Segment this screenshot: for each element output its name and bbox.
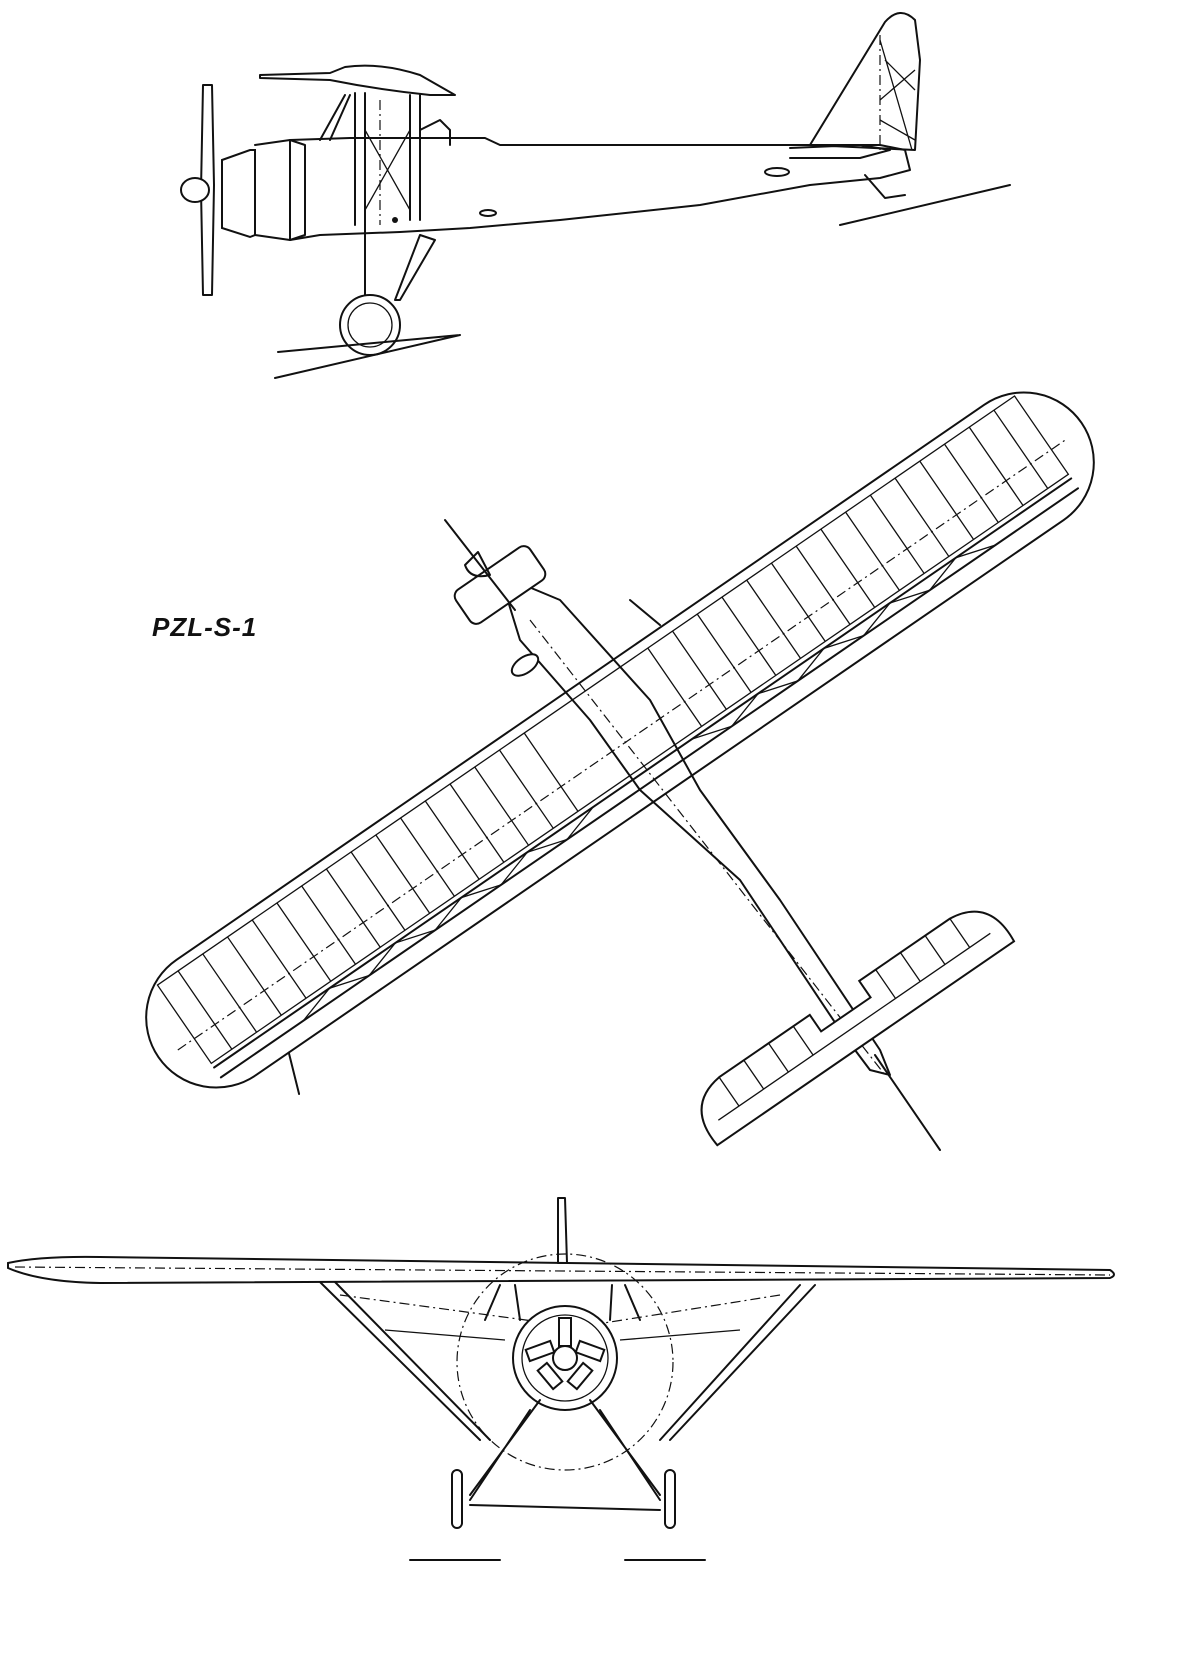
plan-engine-cowling: [453, 545, 547, 625]
side-view: [180, 12, 1011, 379]
side-upper-wing: [259, 64, 456, 96]
front-propeller-disc: [456, 1253, 674, 1471]
front-landing-gear: [469, 1399, 661, 1511]
plan-wing-ribs: [177, 409, 1049, 1050]
front-radial-cylinders: [524, 1317, 606, 1391]
side-engine-cowling: [221, 149, 256, 239]
side-tail-fin: [809, 12, 921, 151]
side-landing-gear: [364, 224, 436, 301]
front-wing: [7, 1255, 1115, 1285]
plan-fuselage: [499, 574, 891, 1076]
aircraft-designation-label: PZL-S-1: [152, 612, 258, 642]
plan-main-wing: [145, 391, 1095, 1089]
front-view: [7, 1197, 1115, 1561]
front-wheel-left: [451, 1469, 463, 1529]
front-wheel-right: [664, 1469, 676, 1529]
plan-view: [145, 391, 1095, 1151]
side-fuselage: [289, 137, 911, 241]
side-spinner: [180, 177, 210, 203]
